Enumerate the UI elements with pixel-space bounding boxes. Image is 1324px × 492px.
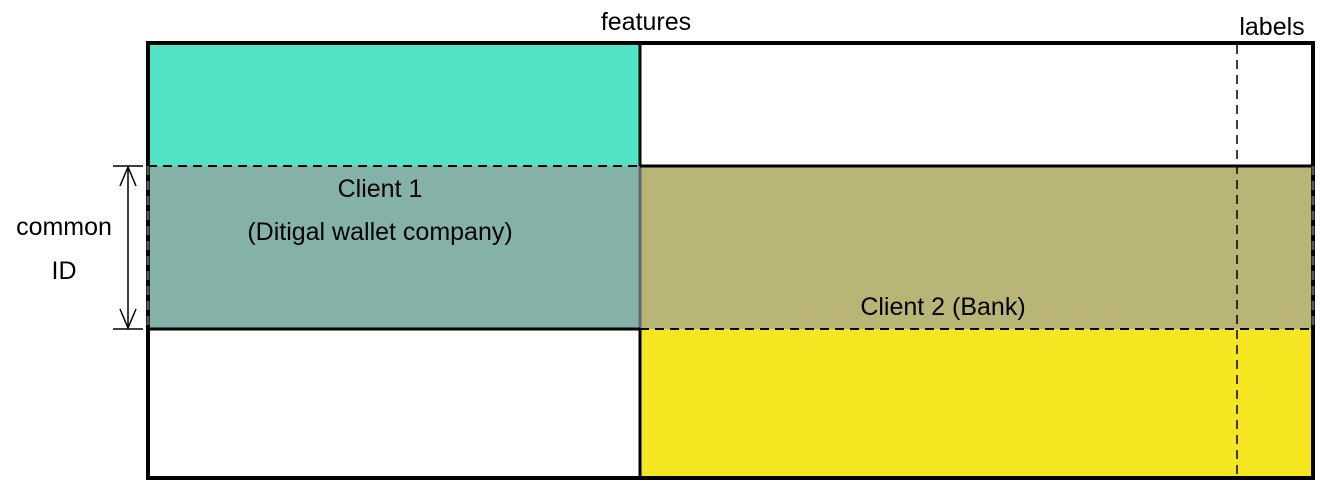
common-id-arrowhead-bottom <box>119 308 137 330</box>
client1-description: (Ditigal wallet company) <box>247 218 512 246</box>
labels-label: labels <box>1239 13 1304 41</box>
common-id-arrowhead-top <box>119 165 137 187</box>
client2-overlap-region <box>640 166 1313 329</box>
client2-only-region <box>640 329 1313 478</box>
client2-label: Client 2 (Bank) <box>860 293 1025 321</box>
features-label: features <box>601 8 691 36</box>
common-id-label-line2: ID <box>52 257 77 285</box>
client1-only-region <box>148 43 640 166</box>
client1-overlap-region <box>148 166 640 329</box>
common-id-label-line1: common <box>16 213 112 241</box>
client1-label: Client 1 <box>338 175 423 203</box>
